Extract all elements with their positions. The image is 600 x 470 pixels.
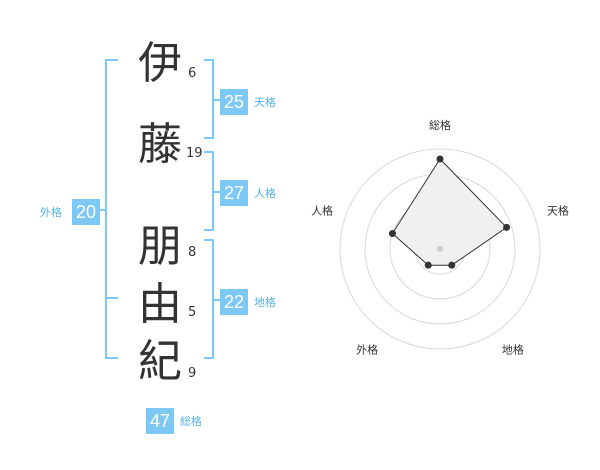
radar-polygon [391,158,508,266]
radar-axis-label: 人格 [311,204,333,218]
stroke-count-3: 8 [188,245,197,260]
jinkaku-badge: 27 [220,180,248,206]
name-char-5: 紀 [138,336,182,387]
chikaku-badge: 22 [220,289,248,315]
soukaku-badge: 47 [146,408,174,434]
radar-axis-label: 天格 [547,204,569,218]
tenkaku-label: 天格 [254,96,276,109]
radar-point [388,230,396,238]
radar-axis-label: 地格 [502,342,524,356]
radar-point [424,261,432,269]
stroke-count-5: 9 [188,366,197,381]
stroke-count-2: 19 [186,146,203,161]
radar-ring [339,148,541,350]
radar-center-dot [437,246,443,252]
radar-axis-label: 総格 [429,118,451,132]
stroke-count-1: 6 [188,66,197,81]
name-char-4: 由 [138,279,182,330]
jinkaku-label: 人格 [254,187,276,200]
tenkaku-badge: 25 [220,89,248,115]
radar-axis-label: 外格 [356,342,378,356]
chikaku-label: 地格 [254,296,276,309]
radar-point [503,223,511,231]
radar-point [448,261,456,269]
name-char-3: 朋 [138,221,182,272]
name-char-2: 藤 [138,119,182,170]
gaikaku-label: 外格 [40,206,62,219]
stroke-count-4: 5 [188,305,197,320]
soukaku-label: 総格 [180,415,202,428]
name-char-1: 伊 [138,38,182,89]
radar-point [436,155,444,163]
gaikaku-badge: 20 [72,199,100,225]
